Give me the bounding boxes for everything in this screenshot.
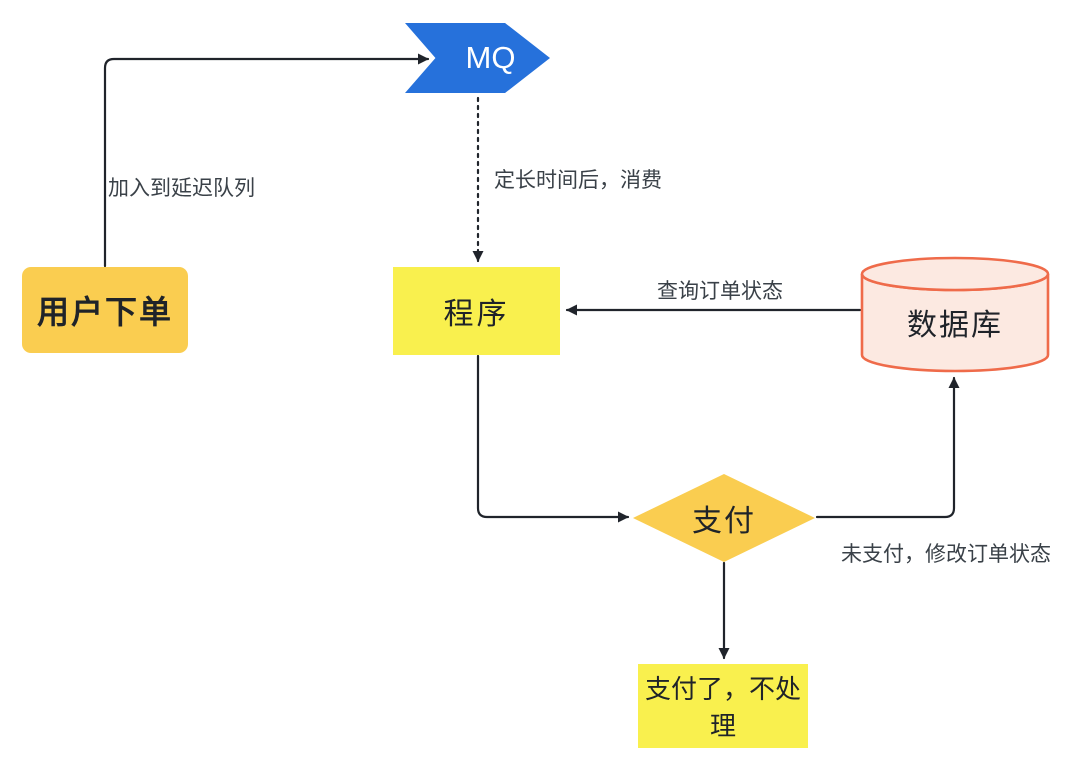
node-mq: MQ <box>405 23 550 93</box>
database-cylinder-icon <box>860 256 1050 373</box>
node-paid-no-action-label: 支付了，不处理 <box>644 674 801 741</box>
node-database: 数据库 <box>860 256 1050 374</box>
node-paid-no-action: 支付了，不处理 <box>638 664 808 748</box>
edge-label-unpaid-update-order-status: 未支付，修改订单状态 <box>841 543 1051 566</box>
edge-user-order-to-mq <box>103 53 430 268</box>
node-mq-label: MQ <box>465 40 516 75</box>
node-database-label: 数据库 <box>907 309 1003 342</box>
edge-label-consume-after-fixed-time: 定长时间后，消费 <box>494 169 662 192</box>
edge-program-to-payment <box>476 354 630 523</box>
edge-label-add-to-delay-queue: 加入到延迟队列 <box>108 177 255 200</box>
node-program-label: 程序 <box>443 298 510 331</box>
node-user-order-label: 用户下单 <box>36 294 173 330</box>
node-payment-label: 支付 <box>692 505 756 538</box>
edge-label-query-order-status: 查询订单状态 <box>657 280 783 303</box>
node-payment: 支付 <box>633 474 815 562</box>
edge-payment-to-database <box>815 376 960 519</box>
node-user-order: 用户下单 <box>22 267 188 353</box>
node-program: 程序 <box>393 267 560 355</box>
